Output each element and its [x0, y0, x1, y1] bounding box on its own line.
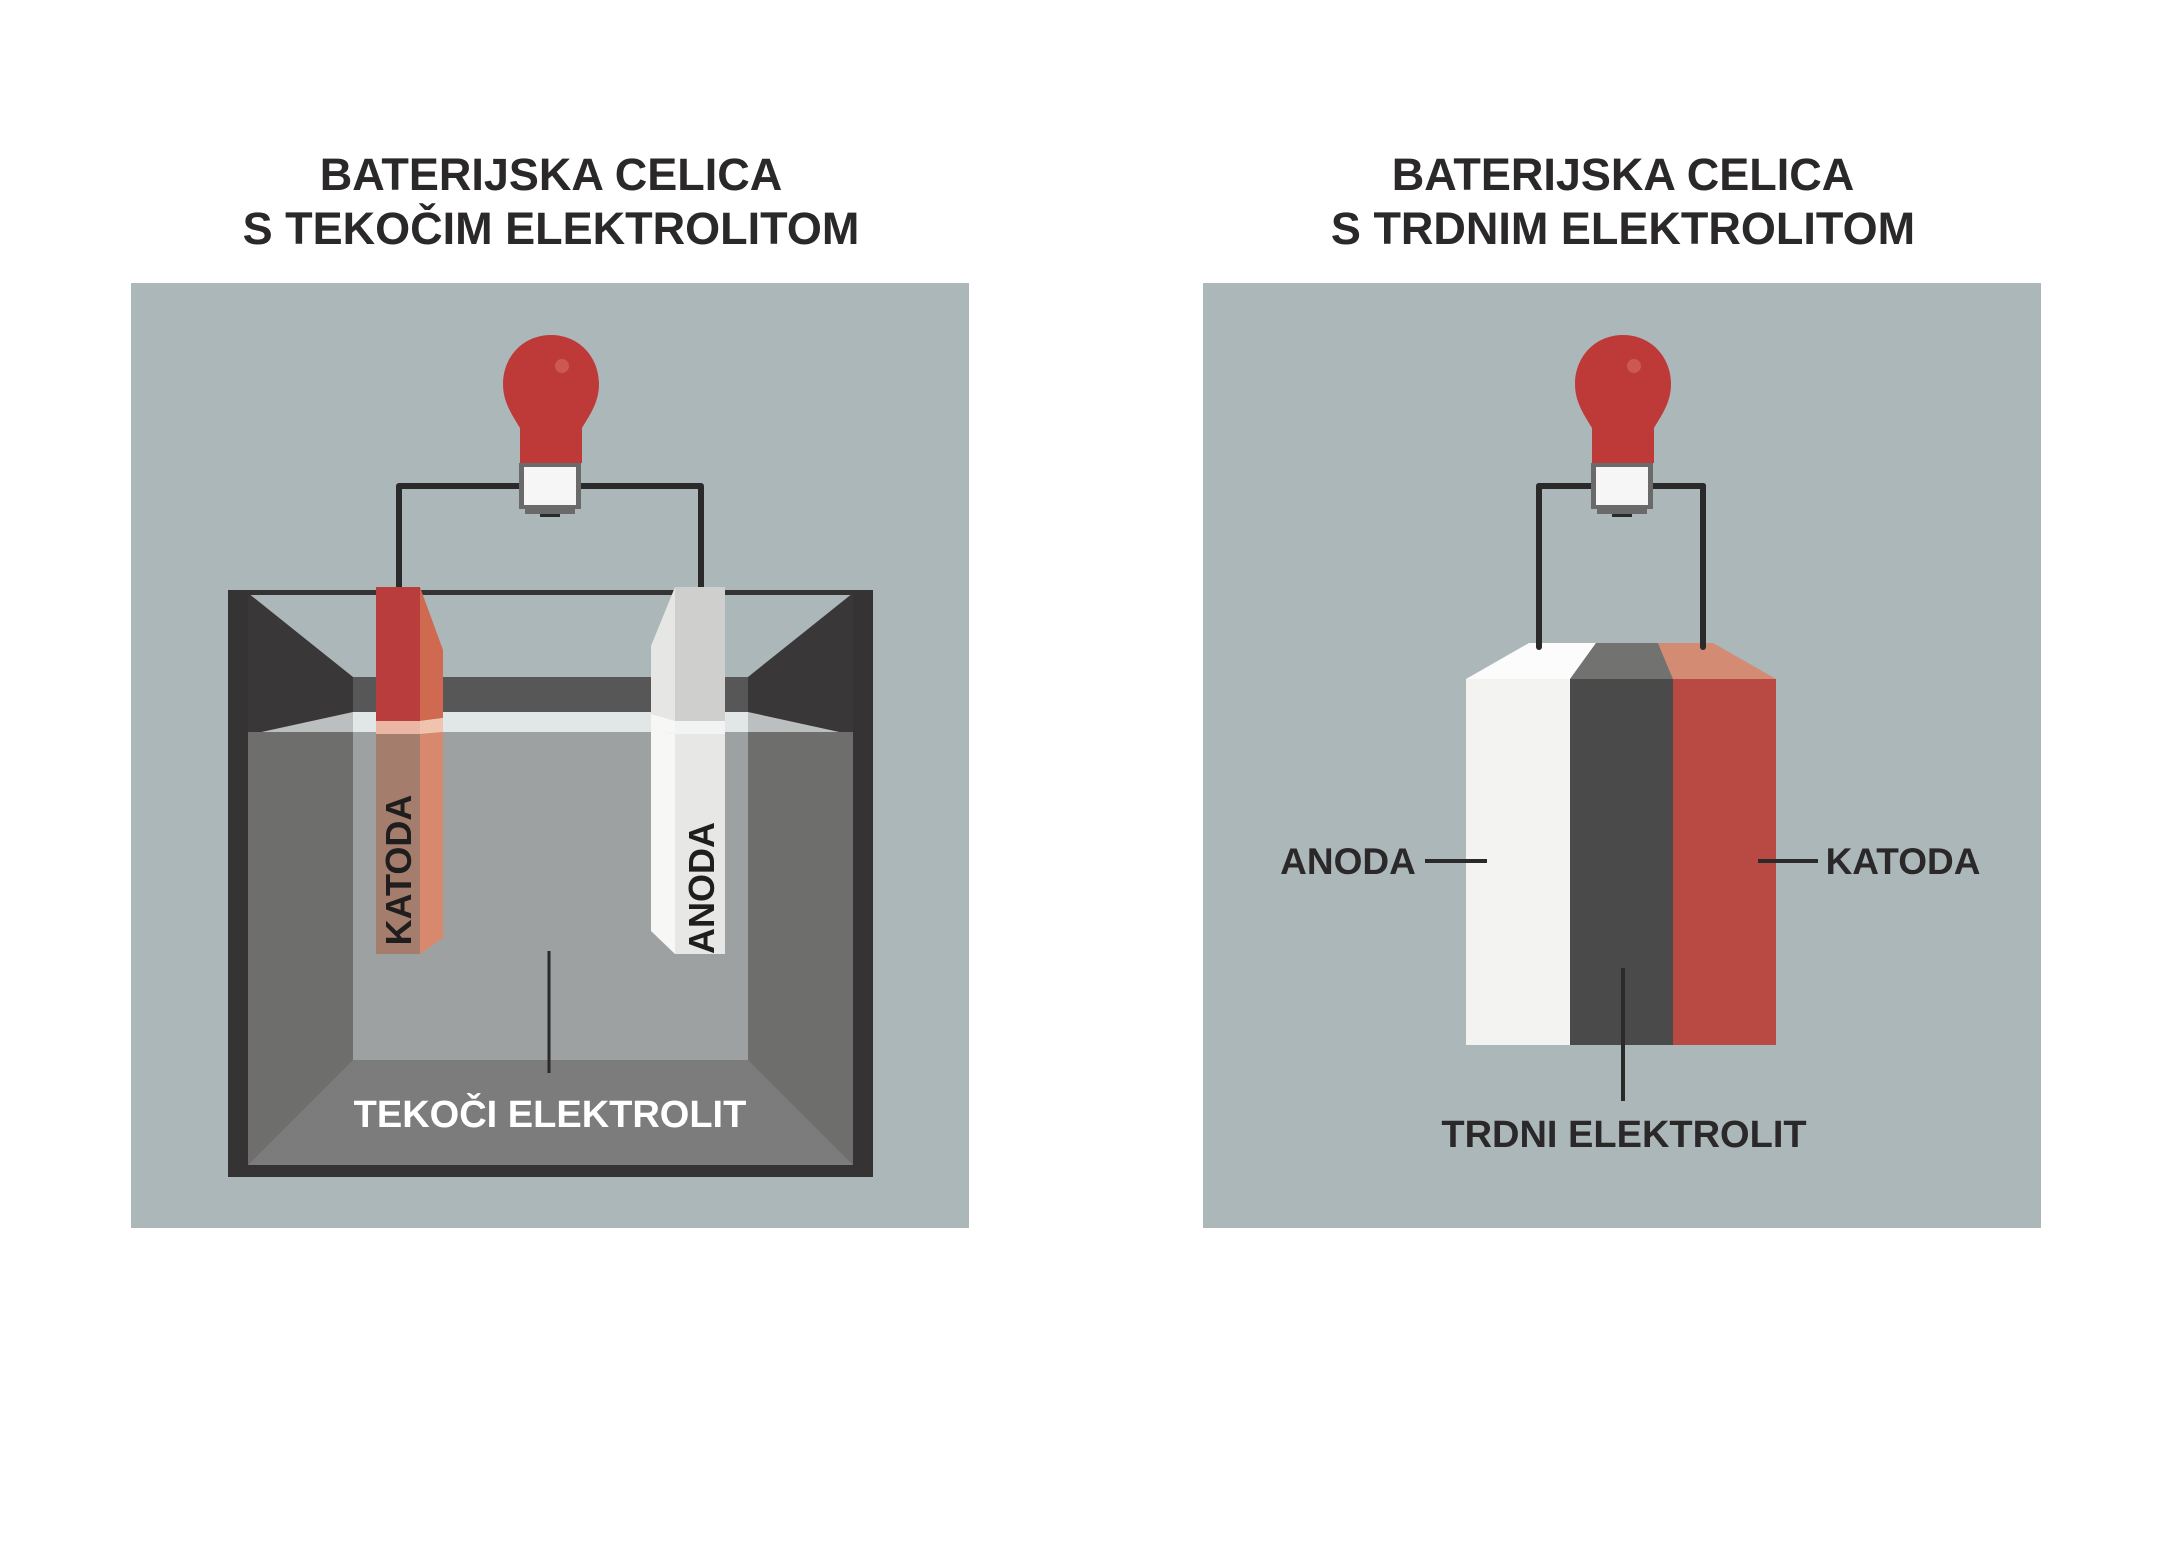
left-diagram-title: BATERIJSKA CELICA S TEKOČIM ELEKTROLITOM	[131, 148, 971, 256]
solid-electrolyte-label: TRDNI ELEKTROLIT	[1441, 1114, 1806, 1156]
right-title-line1: BATERIJSKA CELICA	[1391, 149, 1855, 200]
anode-label: ANODA	[681, 822, 722, 954]
solid-electrolyte-cell-panel: ANODA KATODA TRDNI ELEKTROLIT	[1203, 283, 2041, 1228]
cathode-electrode	[376, 587, 443, 954]
light-bulb-icon	[1575, 335, 1671, 517]
right-title-line2: S TRDNIM ELEKTROLITOM	[1330, 203, 1916, 254]
liquid-cell-illustration: KATODA ANODA TEKOČI ELEKTROLIT	[228, 335, 873, 1177]
light-bulb-icon	[503, 335, 599, 517]
cathode-label: KATODA	[378, 795, 419, 946]
container	[228, 590, 873, 1177]
cathode-label: KATODA	[1826, 841, 1981, 882]
left-title-line1: BATERIJSKA CELICA	[319, 149, 783, 200]
battery-block-top	[1466, 643, 1776, 679]
anode-label: ANODA	[1280, 841, 1416, 882]
right-diagram-title: BATERIJSKA CELICA S TRDNIM ELEKTROLITOM	[1203, 148, 2043, 256]
anode-electrode	[651, 587, 725, 954]
left-title-line2: S TEKOČIM ELEKTROLITOM	[242, 203, 860, 254]
liquid-electrolyte-label: TEKOČI ELEKTROLIT	[354, 1091, 747, 1136]
solid-cell-illustration: ANODA KATODA TRDNI ELEKTROLIT	[1280, 335, 1981, 1156]
liquid-electrolyte-cell-panel: KATODA ANODA TEKOČI ELEKTROLIT	[131, 283, 969, 1228]
